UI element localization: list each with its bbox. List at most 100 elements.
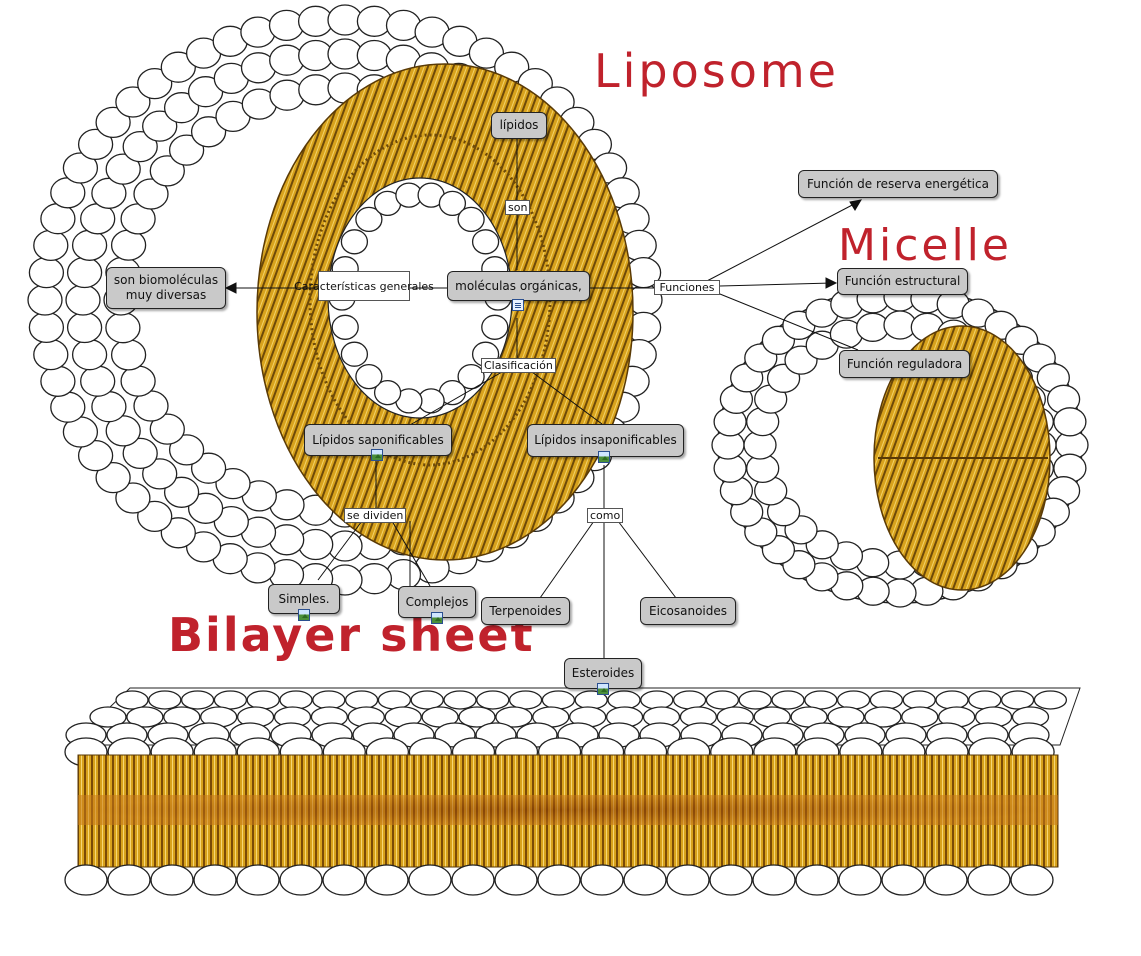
liposome-head <box>95 106 131 139</box>
bilayer-bottom-head <box>666 864 710 896</box>
bilayer-bottom-head <box>494 864 538 896</box>
liposome-inner-head <box>331 314 359 340</box>
liposome-head <box>40 365 76 397</box>
node-funcion-reguladora[interactable]: Función reguladora <box>839 350 970 378</box>
bilayer-top-head <box>541 690 576 710</box>
link-se-dividen-label: se dividen <box>347 509 404 522</box>
image-icon-insaponificables[interactable] <box>598 451 610 463</box>
liposome-head <box>142 458 178 490</box>
node-funcion-reserva[interactable]: Función de reserva energética <box>798 170 998 198</box>
bilayer-top-head <box>869 690 904 710</box>
liposome-title: Liposome <box>594 44 839 98</box>
bilayer-top-head <box>1033 690 1068 710</box>
node-terpenoides[interactable]: Terpenoides <box>481 597 570 625</box>
bilayer-sheet-illustration <box>64 687 1081 896</box>
liposome-inner-head <box>471 229 500 255</box>
node-biomoleculas-label: son biomoléculas muy diversas <box>113 273 219 302</box>
image-icon-simples[interactable] <box>298 609 310 621</box>
link-funciones-label: Funciones <box>659 281 715 294</box>
liposome-inner-head <box>373 379 402 406</box>
bilayer-top-head <box>804 690 838 710</box>
link-clasificacion: Clasificación <box>481 358 556 373</box>
liposome-head <box>268 9 305 42</box>
liposome-inner-head <box>438 190 467 217</box>
liposome-head <box>122 437 158 470</box>
bilayer-bottom-head <box>924 864 968 896</box>
liposome-head <box>105 312 141 344</box>
liposome-head <box>298 528 334 561</box>
bilayer-bottom-head <box>279 864 323 896</box>
node-lipidos-saponificables[interactable]: Lípidos saponificables <box>304 424 452 456</box>
image-icon-esteroides[interactable] <box>597 683 609 695</box>
liposome-head <box>163 92 200 124</box>
liposome-head <box>122 130 158 163</box>
bilayer-top-head <box>705 690 740 710</box>
bilayer-bottom-head <box>709 864 753 896</box>
bilayer-top-head <box>279 690 313 710</box>
micelle-title: Micelle <box>838 220 1012 271</box>
bilayer-bottom-head <box>451 864 495 896</box>
bilayer-top-head <box>738 690 772 710</box>
document-icon[interactable] <box>512 299 524 311</box>
liposome-inner-head <box>457 363 485 390</box>
liposome-head <box>33 338 69 371</box>
concept-map-connectors <box>224 138 862 660</box>
liposome-head <box>187 492 224 524</box>
node-moleculas-organicas[interactable]: moléculas orgánicas, <box>447 271 590 301</box>
bilayer-top-head <box>443 690 477 710</box>
bilayer-bottom-head <box>537 864 581 896</box>
liposome-head <box>160 51 196 83</box>
bilayer-top-head <box>115 690 149 710</box>
bilayer-bottom-head <box>193 864 237 896</box>
node-terpenoides-label: Terpenoides <box>489 603 562 618</box>
node-eicosanoides-label: Eicosanoides <box>649 603 727 618</box>
bilayer-title: Bilayer sheet <box>168 608 535 662</box>
liposome-head <box>269 79 305 111</box>
liposome-head <box>110 339 147 371</box>
node-lipidos[interactable]: lípidos <box>491 112 547 139</box>
link-caracteristicas-label: Características generales <box>294 279 434 293</box>
liposome-head <box>71 229 108 261</box>
liposome-head <box>77 128 114 161</box>
liposome-head <box>269 44 305 76</box>
image-icon-saponificables[interactable] <box>371 449 383 461</box>
liposome-head <box>120 365 156 397</box>
image-icon-complejos[interactable] <box>431 612 443 624</box>
liposome-inner-head <box>340 341 369 367</box>
bilayer-top-head <box>935 690 969 710</box>
bilayer-bottom-head <box>752 864 796 896</box>
bilayer-top-head <box>771 690 805 710</box>
liposome-head <box>80 365 116 397</box>
liposome-head <box>71 339 108 371</box>
liposome-head <box>95 461 131 494</box>
node-simples-label: Simples. <box>278 591 330 606</box>
liposome-head <box>137 67 173 100</box>
liposome-head <box>190 116 227 148</box>
bilayer-top-head <box>607 690 641 710</box>
bilayer-bottom-head <box>623 864 667 896</box>
bilayer-bottom-head <box>365 864 409 896</box>
node-lipidos-label: lípidos <box>499 118 539 132</box>
micelle-head <box>1053 407 1087 437</box>
node-funcion-estructural[interactable]: Función estructural <box>837 268 968 295</box>
liposome-inner-head <box>481 314 509 340</box>
bilayer-top-head <box>213 690 248 710</box>
bilayer-bottom-head <box>1010 864 1054 896</box>
bilayer-top-head <box>458 706 496 728</box>
node-moleculas-label: moléculas orgánicas, <box>455 278 582 293</box>
bilayer-bottom-head <box>408 864 452 896</box>
bilayer-bottom-head <box>107 864 151 896</box>
bilayer-top-head <box>827 706 865 728</box>
node-biomoleculas[interactable]: son biomoléculas muy diversas <box>106 267 226 309</box>
liposome-head <box>149 413 185 445</box>
bilayer-top-head <box>246 690 280 710</box>
bilayer-top-head <box>148 690 182 710</box>
node-eicosanoides[interactable]: Eicosanoides <box>640 597 736 625</box>
liposome-head <box>160 517 196 549</box>
bilayer-bottom-head <box>795 864 839 896</box>
bilayer-top-head <box>344 690 379 710</box>
liposome-inner-head <box>355 363 383 390</box>
liposome-head <box>33 229 69 262</box>
bilayer-top-head <box>864 706 902 728</box>
bilayer-top-head <box>968 690 1002 710</box>
